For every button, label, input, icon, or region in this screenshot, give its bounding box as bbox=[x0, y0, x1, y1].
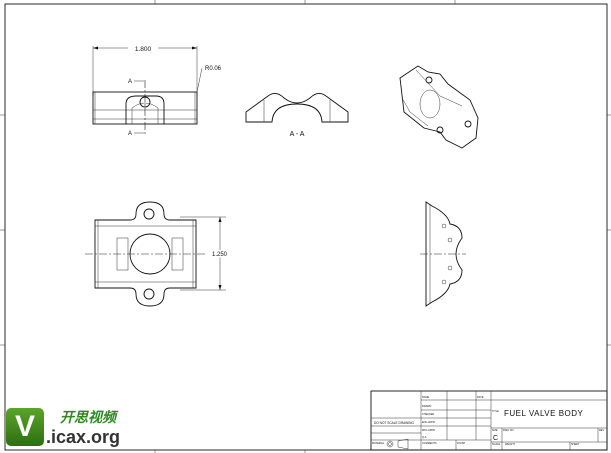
size-value: C bbox=[493, 435, 498, 442]
title-block: NAME DATE TITLE SIZE DWG NO REV SCALE WE… bbox=[370, 390, 608, 451]
watermark-v-icon: V bbox=[6, 408, 44, 446]
sheet-border bbox=[4, 3, 608, 451]
label-qa: Q.A. bbox=[422, 436, 427, 439]
side-view bbox=[420, 201, 466, 307]
label-checked: CHECKED bbox=[422, 413, 434, 416]
front-view: 1.250 bbox=[85, 201, 229, 307]
dim-radius: R0.06 bbox=[205, 66, 222, 72]
label-material: MATERIAL bbox=[372, 442, 385, 445]
label-weight: WEIGHT bbox=[505, 443, 515, 446]
watermark-site-text: .icax.org bbox=[46, 426, 121, 447]
section-view-label: A - A bbox=[290, 131, 305, 138]
label-name: NAME bbox=[422, 396, 430, 399]
label-date: DATE bbox=[477, 396, 484, 399]
label-size: SIZE bbox=[492, 429, 498, 432]
projection-symbol-icon bbox=[386, 438, 409, 450]
label-finish: FINISH bbox=[457, 442, 465, 445]
dim-height: 1.250 bbox=[212, 252, 228, 258]
drawing-title: FUEL VALVE BODY bbox=[504, 409, 584, 418]
label-dwg-no: DWG NO bbox=[503, 429, 514, 432]
watermark-cn-text: 开思视频 bbox=[60, 409, 116, 426]
dim-length: 1.800 bbox=[135, 46, 152, 53]
section-label-bottom: A bbox=[128, 131, 132, 137]
label-mfg-appr: MFG APPR bbox=[422, 429, 435, 432]
section-view: A - A bbox=[245, 93, 349, 138]
isometric-view bbox=[399, 65, 479, 149]
section-label-top: A bbox=[128, 79, 132, 85]
label-comments: COMMENTS bbox=[422, 442, 437, 445]
do-not-scale-note: DO NOT SCALE DRAWING bbox=[374, 421, 414, 425]
label-drawn: DRAWN bbox=[422, 405, 432, 408]
watermark-logo: V 开思视频 .icax.org bbox=[6, 405, 126, 449]
label-rev: REV bbox=[599, 429, 604, 432]
label-sheet: SHEET bbox=[571, 443, 580, 446]
label-title: TITLE bbox=[492, 410, 499, 413]
label-eng-appr: ENG APPR bbox=[422, 421, 435, 424]
label-scale: SCALE bbox=[492, 443, 501, 446]
top-view: 1.800 R0.06 A A bbox=[92, 46, 222, 137]
